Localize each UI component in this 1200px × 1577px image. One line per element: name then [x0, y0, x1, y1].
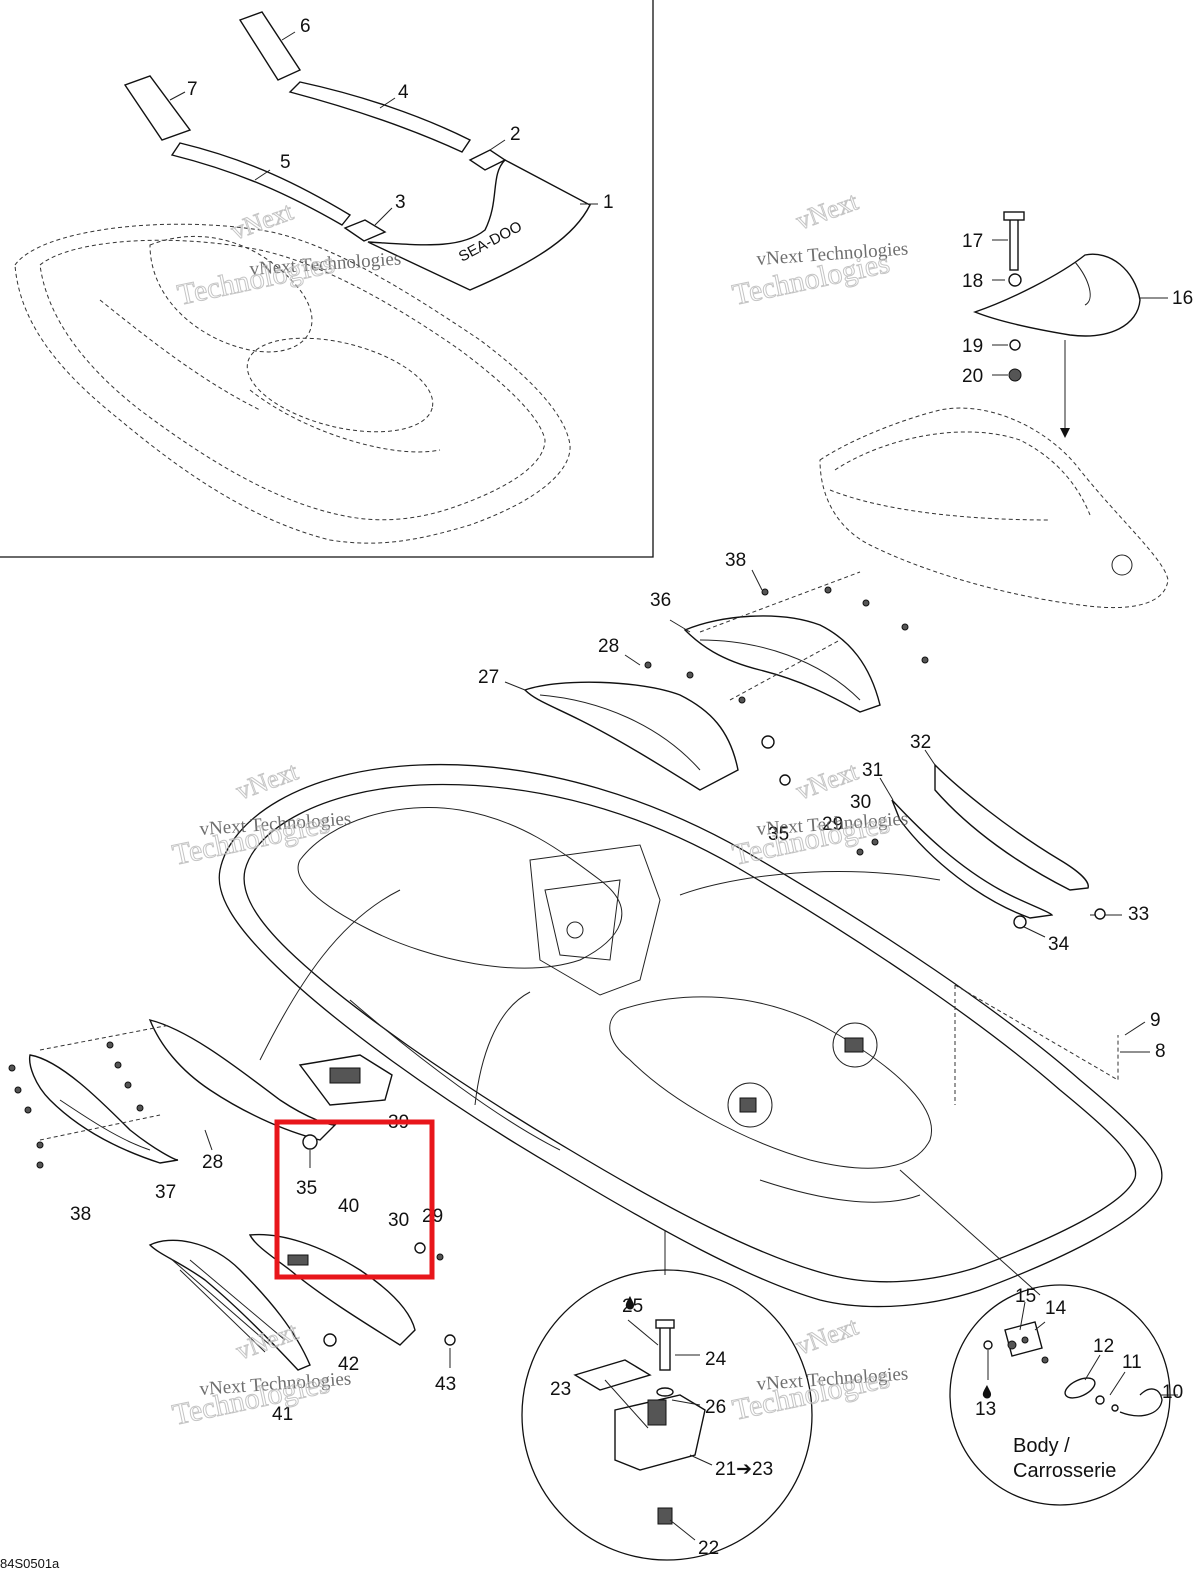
callout-10: 10	[1162, 1382, 1183, 1403]
callout-15: 15	[1015, 1286, 1036, 1307]
callout-14: 14	[1045, 1298, 1067, 1319]
watermark: vNext	[792, 1311, 862, 1360]
callout-27: 27	[478, 667, 499, 688]
mat-piece-6	[238, 11, 302, 81]
callout-23: 23	[550, 1379, 571, 1400]
callout-40: 40	[338, 1196, 359, 1217]
gasket-12	[1064, 1377, 1096, 1399]
drop-icon	[625, 1296, 635, 1310]
right-side-panels: 32 31 30 29 33 34	[822, 732, 1149, 955]
washer-19	[1009, 339, 1021, 351]
callout-7: 7	[187, 79, 198, 100]
panel-41	[148, 1239, 311, 1371]
callout-1: 1	[603, 192, 614, 213]
grab-handle-assembly: 17 18 19 20 16	[819, 211, 1193, 609]
hull-outline	[218, 763, 1163, 1308]
grab-handle-16	[972, 253, 1141, 337]
mat-piece-5	[170, 142, 352, 226]
detail-circle-tow-eye: 15 14 12 11 10 13 Body / Carrosserie	[949, 1284, 1183, 1506]
footwell	[609, 996, 932, 1169]
callout-43: 43	[435, 1374, 456, 1395]
callout-35-mid: 35	[768, 824, 789, 845]
left-side-panels: 39 28 37 38 35 40 30 29 43 42 41	[8, 1018, 456, 1425]
body-label: Body /	[1013, 1435, 1070, 1457]
callout-21: 21➔23	[715, 1459, 773, 1480]
callout-42: 42	[338, 1354, 359, 1375]
panel-37	[28, 1054, 179, 1164]
callout-4: 4	[398, 82, 409, 103]
callout-5: 5	[280, 152, 291, 173]
console	[529, 844, 661, 996]
callout-13: 13	[975, 1399, 996, 1420]
callout-30-left: 30	[388, 1210, 409, 1231]
drawing-code: 84S0501a	[0, 1556, 60, 1571]
callout-31: 31	[862, 760, 883, 781]
callout-26: 26	[705, 1397, 726, 1418]
callout-19: 19	[962, 336, 983, 357]
bracket-21	[614, 1394, 706, 1471]
callout-20: 20	[962, 366, 983, 387]
callout-9: 9	[1150, 1010, 1161, 1031]
upper-side-panels: 38 36 28 27 35	[478, 550, 929, 845]
callout-8: 8	[1155, 1041, 1166, 1062]
callout-36: 36	[650, 590, 671, 611]
callout-38-left: 38	[70, 1204, 91, 1225]
body-label-fr: Carrosserie	[1013, 1460, 1116, 1482]
callout-12: 12	[1093, 1336, 1114, 1357]
tow-eye-10	[1119, 1388, 1163, 1417]
highlight-box	[274, 1119, 435, 1280]
watermark: vNext	[232, 756, 302, 805]
callout-22: 22	[698, 1538, 719, 1559]
callout-32: 32	[910, 732, 931, 753]
callout-30-top: 30	[850, 792, 871, 813]
panel-32	[934, 763, 1089, 891]
callout-33: 33	[1128, 904, 1149, 925]
mat-piece-3	[343, 219, 387, 242]
callout-24: 24	[705, 1349, 727, 1370]
callout-37: 37	[155, 1182, 176, 1203]
main-hull: 9 8	[218, 763, 1166, 1308]
bolt-24	[659, 1324, 671, 1371]
detail-circle-bumper: 25 24 23 26 21➔23 22	[521, 1269, 813, 1561]
panel-inner-left	[148, 1018, 337, 1141]
callout-17: 17	[962, 231, 983, 252]
panel-31	[891, 799, 1054, 919]
callout-35-left: 35	[296, 1178, 317, 1199]
mat-piece-1	[367, 159, 591, 291]
callout-28-left: 28	[202, 1152, 223, 1173]
panel-27	[523, 681, 739, 791]
callout-18: 18	[962, 271, 983, 292]
inset-hull-outline	[14, 223, 571, 544]
drop-icon	[982, 1385, 992, 1399]
callout-2: 2	[510, 124, 521, 145]
washer-26	[656, 1387, 674, 1397]
watermark: vNext	[792, 186, 862, 235]
watermark: Technologies	[175, 246, 338, 311]
nut-22	[657, 1507, 673, 1525]
callout-38-top: 38	[725, 550, 746, 571]
mat-piece-4	[288, 81, 472, 153]
callout-11: 11	[1122, 1352, 1142, 1373]
bolt-17	[1009, 214, 1019, 271]
callout-3: 3	[395, 192, 406, 213]
washer-18	[1008, 273, 1022, 287]
watermark: vNext	[227, 196, 297, 245]
rear-seat-outline	[819, 407, 1169, 609]
callout-29-top: 29	[822, 814, 843, 835]
callout-6: 6	[300, 16, 311, 37]
nut-20	[1008, 368, 1022, 382]
panel-36	[683, 615, 881, 713]
callout-28-top: 28	[598, 636, 619, 657]
callout-16: 16	[1172, 288, 1193, 309]
inset-panel: SEA-DOO 1 2 3 4 5 6 7	[0, 0, 654, 558]
callout-41: 41	[272, 1404, 293, 1425]
callout-34: 34	[1048, 934, 1070, 955]
pad-23	[573, 1359, 652, 1391]
mat-piece-7	[123, 75, 192, 141]
